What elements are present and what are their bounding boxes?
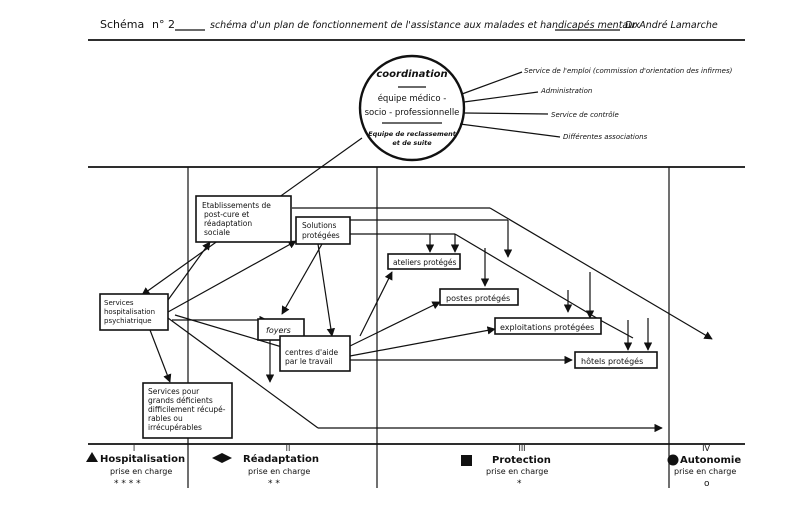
arrow-hosp-to-sol: [167, 240, 297, 313]
coordination-sub2: et de suite: [392, 139, 432, 147]
link-associations: Différentes associations: [563, 133, 648, 141]
link-service-emploi: Service de l'emploi (commission d'orient…: [524, 67, 733, 75]
box-etablissements-l2: post-cure et: [204, 210, 249, 219]
phase-1-marks: * * * *: [114, 479, 141, 489]
box-solutions-l2: protégées: [302, 231, 340, 240]
phase-1: I Hospitalisation prise en charge * * * …: [86, 444, 185, 489]
phase-2-marks: * *: [268, 479, 280, 489]
coordination-line2: socio - professionnelle: [365, 108, 460, 118]
phase-3-sub: prise en charge: [486, 467, 548, 476]
coordination-sub1: Equipe de reclassement: [368, 130, 457, 138]
phase-3-numeral: III: [518, 444, 525, 453]
box-services-hosp: Services hospitalisation psychiatrique: [99, 293, 169, 331]
box-etablissements-l3: réadaptation: [204, 219, 252, 228]
box-foyers-label: foyers: [266, 326, 291, 335]
header: Schéma n° 2 schéma d'un plan de fonction…: [88, 18, 745, 41]
link-line-1: [461, 71, 523, 95]
coordination-title: coordination: [376, 69, 447, 80]
box-hosp-l1: Services: [104, 299, 134, 307]
box-ateliers-label: ateliers protégés: [393, 258, 457, 267]
box-grands-l1: Services pour: [148, 387, 200, 396]
box-etablissements-l1: Etablissements de: [202, 201, 271, 210]
phase-4-label: Autonomie: [680, 455, 741, 466]
phase-3-label: Protection: [492, 455, 551, 466]
square-icon: [461, 455, 472, 466]
link-service-controle: Service de contrôle: [551, 111, 619, 119]
arrow-etab-long: [489, 207, 713, 340]
diamond-icon: [212, 453, 232, 463]
box-exploitations-label: exploitations protégées: [500, 322, 594, 332]
box-postes: postes protégés: [439, 288, 519, 306]
phase-3: III Protection prise en charge *: [461, 444, 551, 489]
phase-grid: [88, 166, 745, 488]
line-hosp-bottom: [167, 317, 319, 429]
box-grands-deficients: Services pour grands déficients difficil…: [142, 382, 233, 439]
coordination-line1: équipe médico -: [378, 93, 447, 104]
box-grands-l2: grands déficients: [148, 396, 213, 405]
phase-1-label: Hospitalisation: [100, 454, 185, 465]
coordination-circle: coordination équipe médico - socio - pro…: [358, 54, 466, 162]
arrow-hosp-to-etab: [167, 241, 211, 301]
arrow-centres-to-ateliers: [359, 271, 393, 337]
arrow-sol-to-centres: [317, 243, 336, 337]
phase-3-marks: *: [517, 479, 522, 489]
external-links: Service de l'emploi (commission d'orient…: [459, 67, 733, 141]
box-ateliers: ateliers protégés: [387, 253, 461, 270]
line-diag-1: [454, 233, 601, 321]
link-line-4: [459, 123, 561, 138]
author: Dr André Lamarche: [625, 20, 718, 31]
phase-2-sub: prise en charge: [248, 467, 310, 476]
phase-4: IV Autonomie prise en charge o: [667, 444, 741, 489]
box-grands-l5: irrécupérables: [148, 423, 202, 432]
box-etablissements-l4: sociale: [204, 228, 230, 237]
box-hosp-l2: hospitalisation: [104, 308, 155, 316]
arrow-hosp-to-grands: [149, 329, 172, 383]
scheme-title: schéma d'un plan de fonctionnement de l'…: [210, 20, 640, 31]
scheme-label: Schéma: [100, 18, 144, 31]
box-solutions-l1: Solutions: [302, 221, 337, 230]
arrow-hosp-to-centres: [174, 314, 293, 352]
link-administration: Administration: [540, 87, 592, 95]
box-hotels: hôtels protégés: [574, 351, 658, 369]
box-grands-l3: difficilement récupé-: [148, 405, 226, 414]
triangle-icon: [86, 452, 98, 462]
scheme-number: n° 2: [152, 18, 175, 31]
box-centres-l1: centres d'aide: [285, 348, 339, 357]
phase-4-sub: prise en charge: [674, 467, 736, 476]
arrow-sol-to-foyers: [281, 243, 323, 315]
phase-1-sub: prise en charge: [110, 467, 172, 476]
box-exploitations: exploitations protégées: [494, 317, 602, 335]
line-diag-2: [599, 319, 634, 339]
box-postes-label: postes protégés: [446, 293, 510, 303]
circle-icon: [667, 454, 679, 466]
phase-2-label: Réadaptation: [243, 453, 319, 465]
box-centres-l2: par le travail: [285, 357, 333, 366]
box-grands-l4: rables ou: [148, 414, 183, 423]
link-line-2: [463, 91, 539, 103]
box-etablissements: Etablissements de post-cure et réadaptat…: [195, 195, 292, 243]
phase-2-numeral: II: [286, 444, 291, 453]
link-line-3: [463, 112, 549, 115]
box-hosp-l3: psychiatrique: [104, 317, 152, 325]
box-centres: centres d'aide par le travail: [279, 335, 351, 372]
box-solutions: Solutions protégées: [295, 216, 351, 245]
phase-2: II Réadaptation prise en charge * *: [212, 444, 319, 489]
arrow-centres-to-exploit: [349, 326, 496, 357]
arrow-centres-to-postes: [349, 301, 441, 347]
phase-4-marks: o: [704, 479, 710, 489]
phase-4-numeral: IV: [702, 444, 710, 453]
phase-1-numeral: I: [133, 444, 135, 453]
box-hotels-label: hôtels protégés: [581, 356, 643, 366]
